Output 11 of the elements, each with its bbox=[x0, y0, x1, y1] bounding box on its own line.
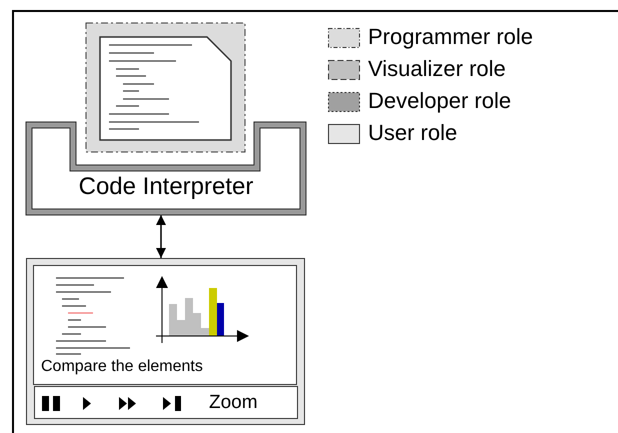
legend-label: Programmer role bbox=[368, 24, 534, 50]
control-bar bbox=[34, 386, 298, 419]
panel-caption: Compare the elements bbox=[41, 358, 203, 376]
legend-label: User role bbox=[368, 120, 458, 146]
legend-label: Developer role bbox=[368, 88, 512, 114]
legend-label: Visualizer role bbox=[368, 56, 506, 82]
double-arrow bbox=[156, 215, 166, 258]
interpreter-label: Code Interpreter bbox=[78, 173, 254, 201]
interpreter-box bbox=[26, 122, 306, 215]
zoom-label: Zoom bbox=[209, 392, 258, 414]
display-panel bbox=[26, 258, 305, 425]
